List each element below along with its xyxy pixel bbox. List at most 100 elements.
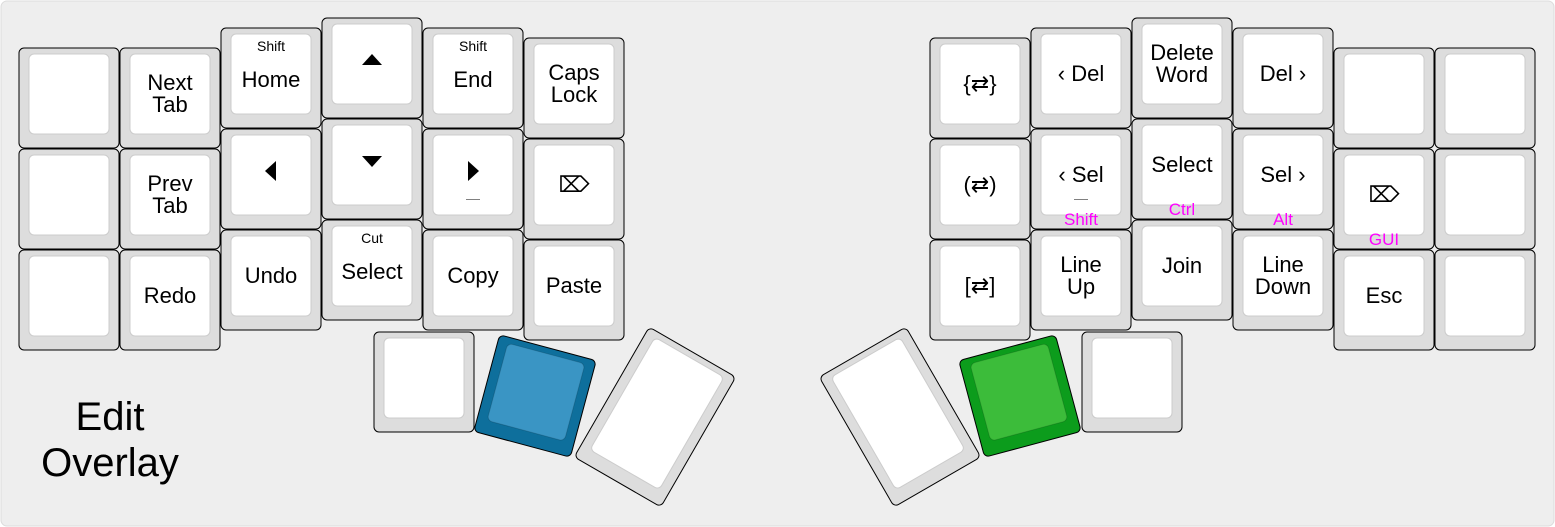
key-label: [⇄]	[965, 273, 996, 298]
key-label: Up	[1067, 274, 1095, 299]
key-lt2	[575, 328, 735, 506]
keycap-top	[1242, 235, 1324, 317]
keycap-top	[432, 235, 514, 317]
key-r05	[1434, 47, 1536, 149]
arrow-left-icon	[265, 161, 276, 181]
key-hold-label: Shift	[1064, 210, 1098, 229]
keycap-top	[939, 245, 1021, 327]
key-label: ⌦	[1368, 182, 1400, 207]
key-hold-label: Ctrl	[1169, 200, 1195, 219]
key-label: Select	[1151, 152, 1212, 177]
key-blank: [⇄]	[929, 239, 1031, 341]
keycap-top	[331, 225, 413, 307]
key-r15	[1434, 148, 1536, 250]
key-label: Tab	[152, 92, 187, 117]
key-l03	[321, 17, 423, 119]
key-join: Join	[1131, 219, 1233, 321]
keycap-top	[1444, 53, 1526, 135]
keycap-top	[1040, 134, 1122, 216]
keycap-top	[1343, 255, 1425, 337]
keycap-top	[832, 338, 964, 489]
keycap-top	[28, 53, 110, 135]
key-shifted-label: Shift	[257, 38, 285, 54]
key-rt2	[1081, 331, 1183, 433]
keycap-top	[939, 43, 1021, 125]
arrow-down-icon	[362, 156, 382, 167]
key-label: ⌦	[558, 172, 590, 197]
keycap-top	[591, 338, 723, 489]
key-sel: Sel › Alt	[1232, 128, 1334, 230]
key-label: Join	[1162, 253, 1202, 278]
keycap-top	[28, 255, 110, 337]
keycap-top	[1242, 134, 1324, 216]
key-rt0	[820, 328, 980, 506]
key-lt1	[474, 335, 596, 457]
keycap-top	[129, 53, 211, 135]
key-sel: ‹ Sel — Shift	[1030, 128, 1132, 230]
keycap-top	[487, 343, 585, 441]
key-del: ‹ Del	[1030, 27, 1132, 129]
keycap-top	[1141, 225, 1223, 307]
keycap-top	[533, 245, 615, 327]
key-lt0	[373, 331, 475, 433]
key-blank: {⇄}	[929, 37, 1031, 139]
key-underline-marker: —	[466, 190, 480, 206]
key-label: Sel ›	[1260, 162, 1305, 187]
keycap-top	[533, 43, 615, 125]
key-label: Copy	[447, 263, 498, 288]
key-label: Select	[341, 259, 402, 284]
keycap-top	[939, 144, 1021, 226]
key-rt1	[959, 335, 1081, 457]
key-shifted-label: Shift	[459, 38, 487, 54]
keycap-top	[129, 154, 211, 236]
key-blank: ⌦ GUI	[1333, 148, 1435, 250]
key-hold-label: GUI	[1369, 230, 1399, 249]
keycap-top	[1444, 255, 1526, 337]
keycap-top	[230, 235, 312, 317]
key-label: Down	[1255, 274, 1311, 299]
key-label: Redo	[144, 283, 197, 308]
key-del: Del ›	[1232, 27, 1334, 129]
key-l20	[18, 249, 120, 351]
key-esc: Esc	[1333, 249, 1435, 351]
keycap-top	[129, 255, 211, 337]
key-label: Paste	[546, 273, 602, 298]
keys-layer: NextTabHomeShiftEndShiftCapsLockPrevTab—…	[18, 17, 1536, 506]
keycap-top	[1091, 337, 1173, 419]
key-label: Del ›	[1260, 61, 1306, 86]
key-undo: Undo	[220, 229, 322, 331]
layer-title-line-2: Overlay	[41, 441, 179, 485]
arrow-right-icon	[468, 161, 479, 181]
key-label: Caps	[548, 60, 599, 85]
keycap-top	[533, 144, 615, 226]
keycap-top	[1141, 23, 1223, 105]
key-label: Tab	[152, 193, 187, 218]
key-l10	[18, 148, 120, 250]
key-label: ‹ Del	[1058, 61, 1104, 86]
key-label: ‹ Sel	[1058, 162, 1103, 187]
key-l13	[321, 118, 423, 220]
key-label: End	[453, 67, 492, 92]
key-underline-marker: —	[1074, 190, 1088, 206]
key-label: Home	[242, 67, 301, 92]
key-r25	[1434, 249, 1536, 351]
key-l12	[220, 128, 322, 230]
key-label: Line	[1060, 252, 1102, 277]
key-label: Undo	[245, 263, 298, 288]
keycap-top	[1343, 154, 1425, 236]
keycap-top	[230, 33, 312, 115]
key-l14: —	[422, 128, 524, 230]
key-label: Delete	[1150, 40, 1214, 65]
key-shifted-label: Cut	[361, 230, 383, 246]
key-r04	[1333, 47, 1435, 149]
key-hold-label: Alt	[1273, 210, 1293, 229]
key-select: Select Cut	[321, 219, 423, 321]
keycap-top	[1040, 235, 1122, 317]
keycap-top	[1343, 53, 1425, 135]
